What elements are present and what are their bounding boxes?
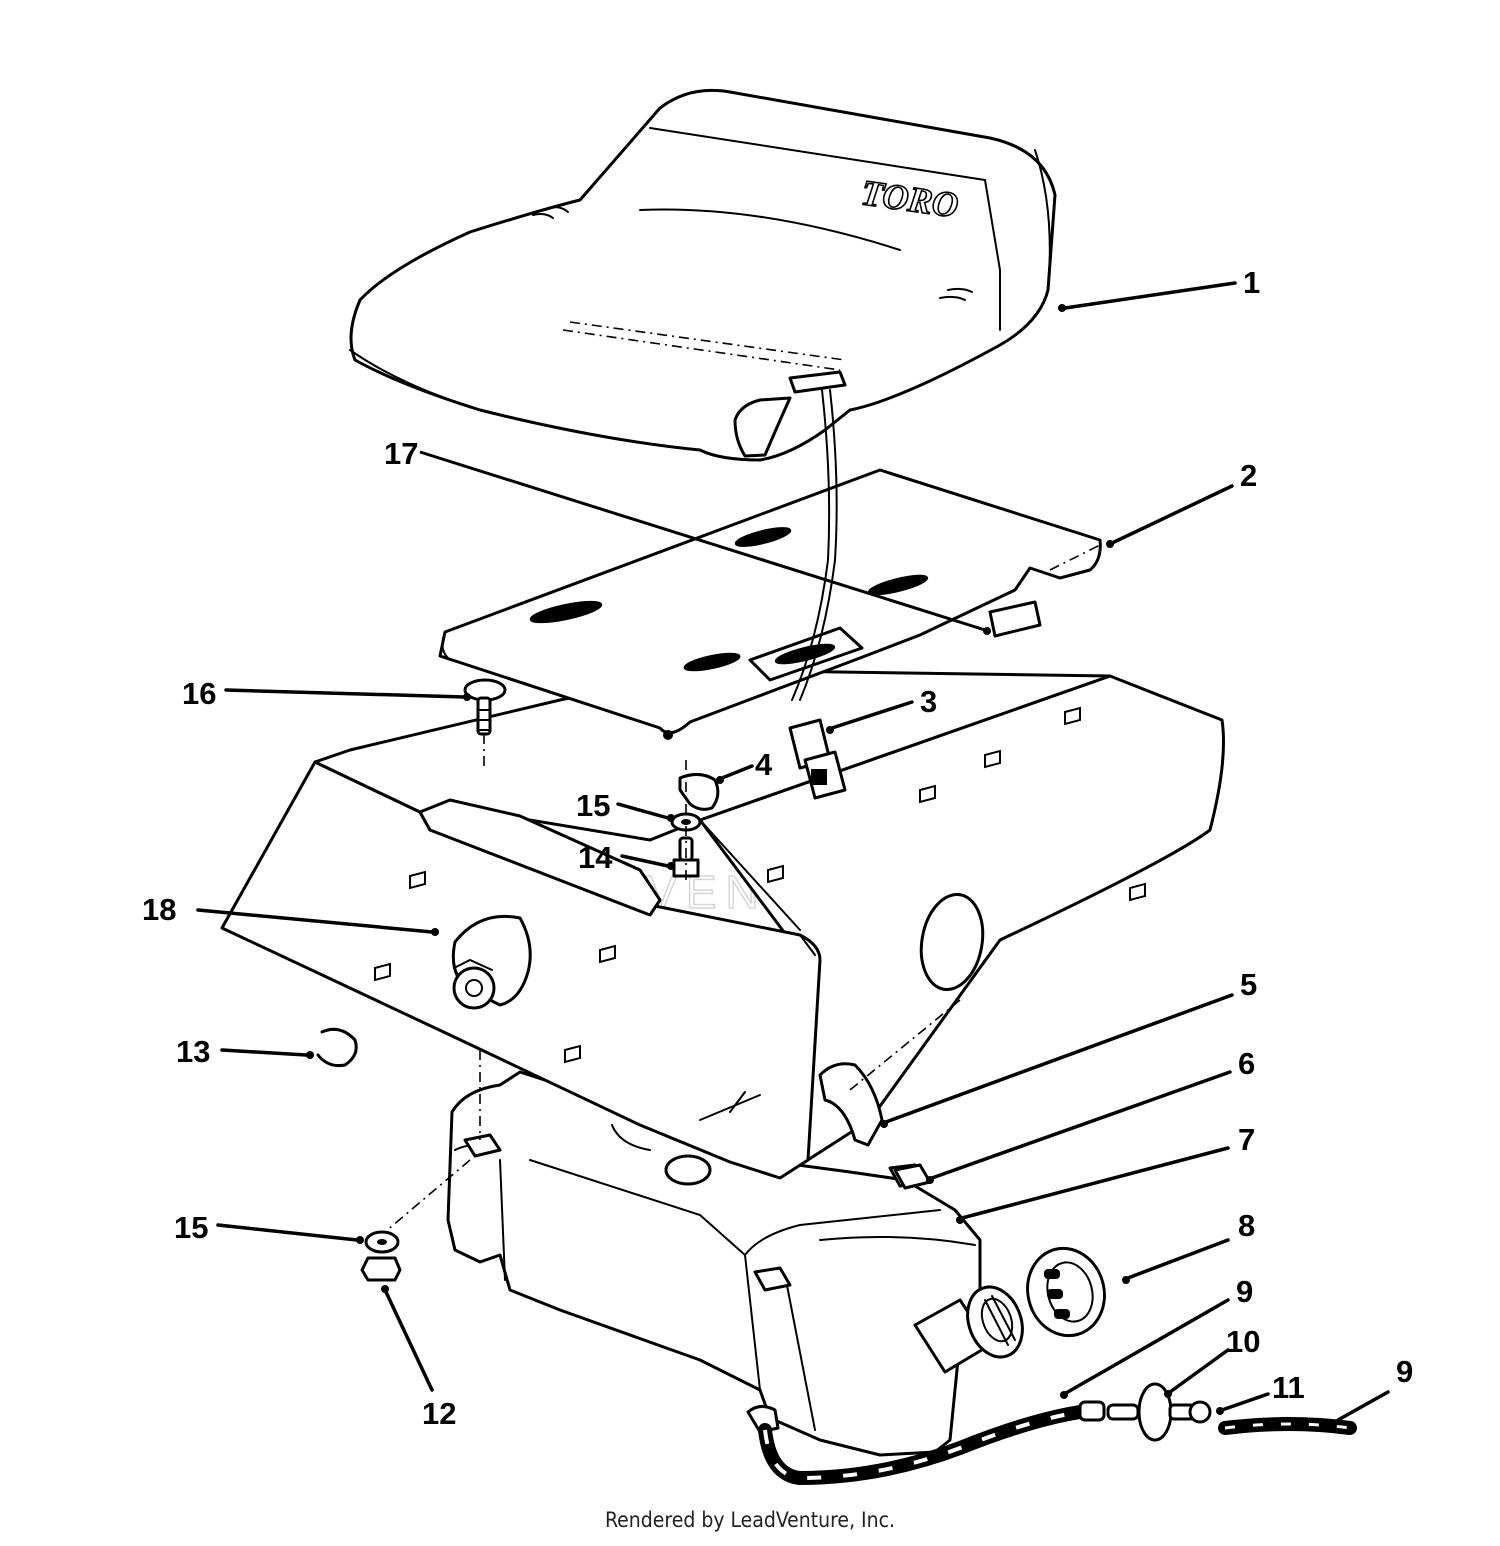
- callout-6: 6: [1238, 1046, 1255, 1081]
- render-credit: Rendered by LeadVenture, Inc.: [605, 1508, 895, 1532]
- fuel-line: [758, 1382, 1357, 1486]
- fuel-cap: [1026, 1246, 1106, 1338]
- seat-pan: [438, 468, 1102, 740]
- callout-14: 14: [578, 840, 613, 875]
- callout-11: 11: [1272, 1370, 1305, 1405]
- fuel-tank: [446, 1070, 982, 1457]
- leader-lines: [196, 281, 1390, 1422]
- callout-9a: 9: [1236, 1274, 1253, 1309]
- seat-switch-wire: [788, 389, 847, 800]
- callout-4: 4: [755, 747, 773, 782]
- callout-15b: 15: [174, 1210, 208, 1245]
- callout-7: 7: [1238, 1122, 1255, 1157]
- callout-17: 17: [384, 436, 418, 471]
- callout-18: 18: [142, 892, 176, 927]
- callout-8: 8: [1238, 1208, 1255, 1243]
- callout-16: 16: [182, 676, 216, 711]
- callout-13: 13: [176, 1034, 210, 1069]
- callout-12: 12: [422, 1396, 456, 1431]
- callout-3: 3: [920, 684, 937, 719]
- callout-1: 1: [1243, 265, 1260, 300]
- callout-labels: 1 2 3 4 5 6 7 8 9 9 10 11 12 13 14 15 15…: [142, 265, 1413, 1431]
- alignment-lines: [384, 544, 1101, 1233]
- callout-2: 2: [1240, 458, 1257, 493]
- rear-body-housing: [220, 668, 1225, 1180]
- callout-5: 5: [1240, 967, 1257, 1002]
- callout-15a: 15: [576, 788, 610, 823]
- seat: TORO: [349, 88, 1057, 462]
- filler-neck: [913, 1285, 1024, 1374]
- callout-10: 10: [1226, 1324, 1260, 1359]
- callout-9b: 9: [1396, 1354, 1413, 1389]
